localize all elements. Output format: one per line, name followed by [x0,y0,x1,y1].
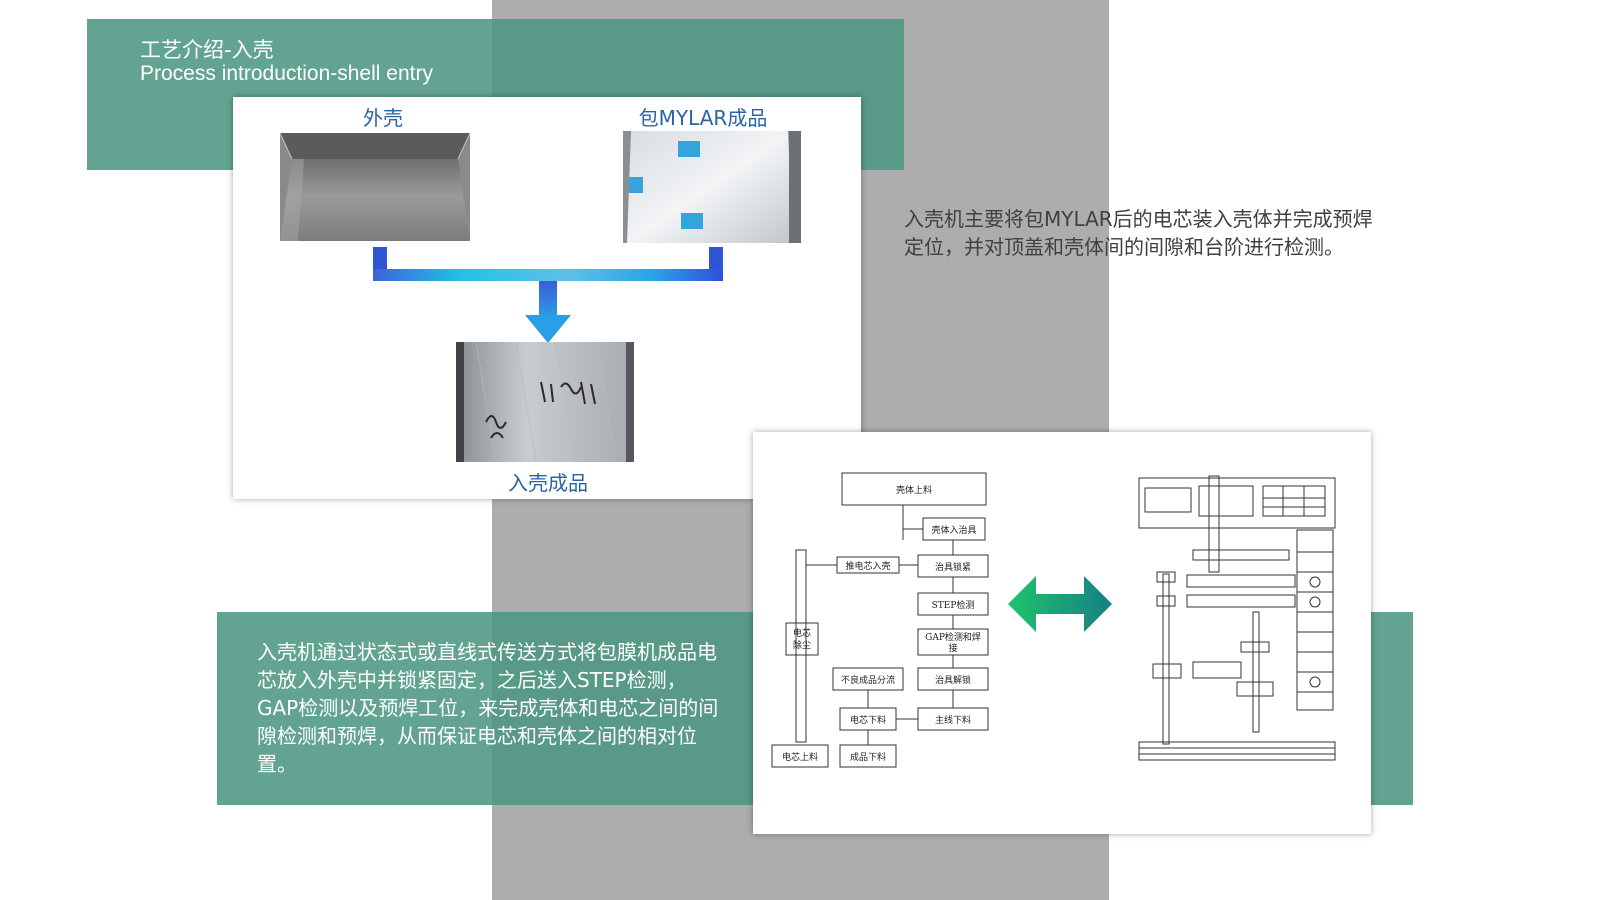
flow-text-gap-check-2: 接 [948,642,957,654]
flow-text-main-unload: 主线下料 [935,714,971,726]
process-diagram-panel: 壳体上料 壳体入治具 推电芯入壳 治具锁紧 STEP检测 GAP检测和焊 接 电… [753,432,1371,834]
machine-layout-schematic [1138,475,1336,761]
shell-photo [280,133,470,241]
flow-text-step-check: STEP检测 [932,599,975,611]
flow-node-shell-feed [841,472,987,506]
mylar-label: 包MYLAR成品 [638,106,768,130]
result-photo [456,342,634,462]
merge-arrow-icon [373,247,723,343]
flow-text-cell-dust-1: 电芯 [793,627,811,639]
shell-label: 外壳 [363,106,403,130]
description-bottom: 入壳机通过状态式或直线式传送方式将包膜机成品电芯放入外壳中并锁紧固定，之后送入S… [257,640,719,776]
flow-text-cell-unload: 电芯下料 [850,714,886,726]
double-arrow-icon [1008,576,1112,632]
process-flowchart: 壳体上料 壳体入治具 推电芯入壳 治具锁紧 STEP检测 GAP检测和焊 接 电… [771,472,1336,768]
flow-text-ng-sort: 不良成品分流 [841,674,895,686]
flow-text-fixture-unlock: 治具解锁 [935,674,971,686]
flow-text-cell-dust-2: 除尘 [793,639,811,651]
flow-text-push-cell: 推电芯入壳 [845,560,890,572]
result-label: 入壳成品 [508,471,588,495]
flow-node-cell-dust [785,622,819,656]
mylar-photo [623,131,801,243]
flow-text-shell-into-fixture: 壳体入治具 [931,524,976,536]
description-right: 入壳机主要将包MYLAR后的电芯装入壳体并完成预焊定位，并对顶盖和壳体间的间隙和… [904,207,1373,259]
flow-text-product-unload: 成品下料 [850,751,886,763]
flow-text-fixture-lock: 治具锁紧 [935,561,971,573]
flow-text-gap-check-1: GAP检测和焊 [925,631,981,643]
page-title-cn: 工艺介绍-入壳 [140,38,274,62]
flow-text-cell-feed: 电芯上料 [782,751,818,763]
page-title-en: Process introduction-shell entry [140,62,433,85]
flow-text-shell-feed: 壳体上料 [896,484,932,496]
flow-node-cell-feed [771,744,829,768]
